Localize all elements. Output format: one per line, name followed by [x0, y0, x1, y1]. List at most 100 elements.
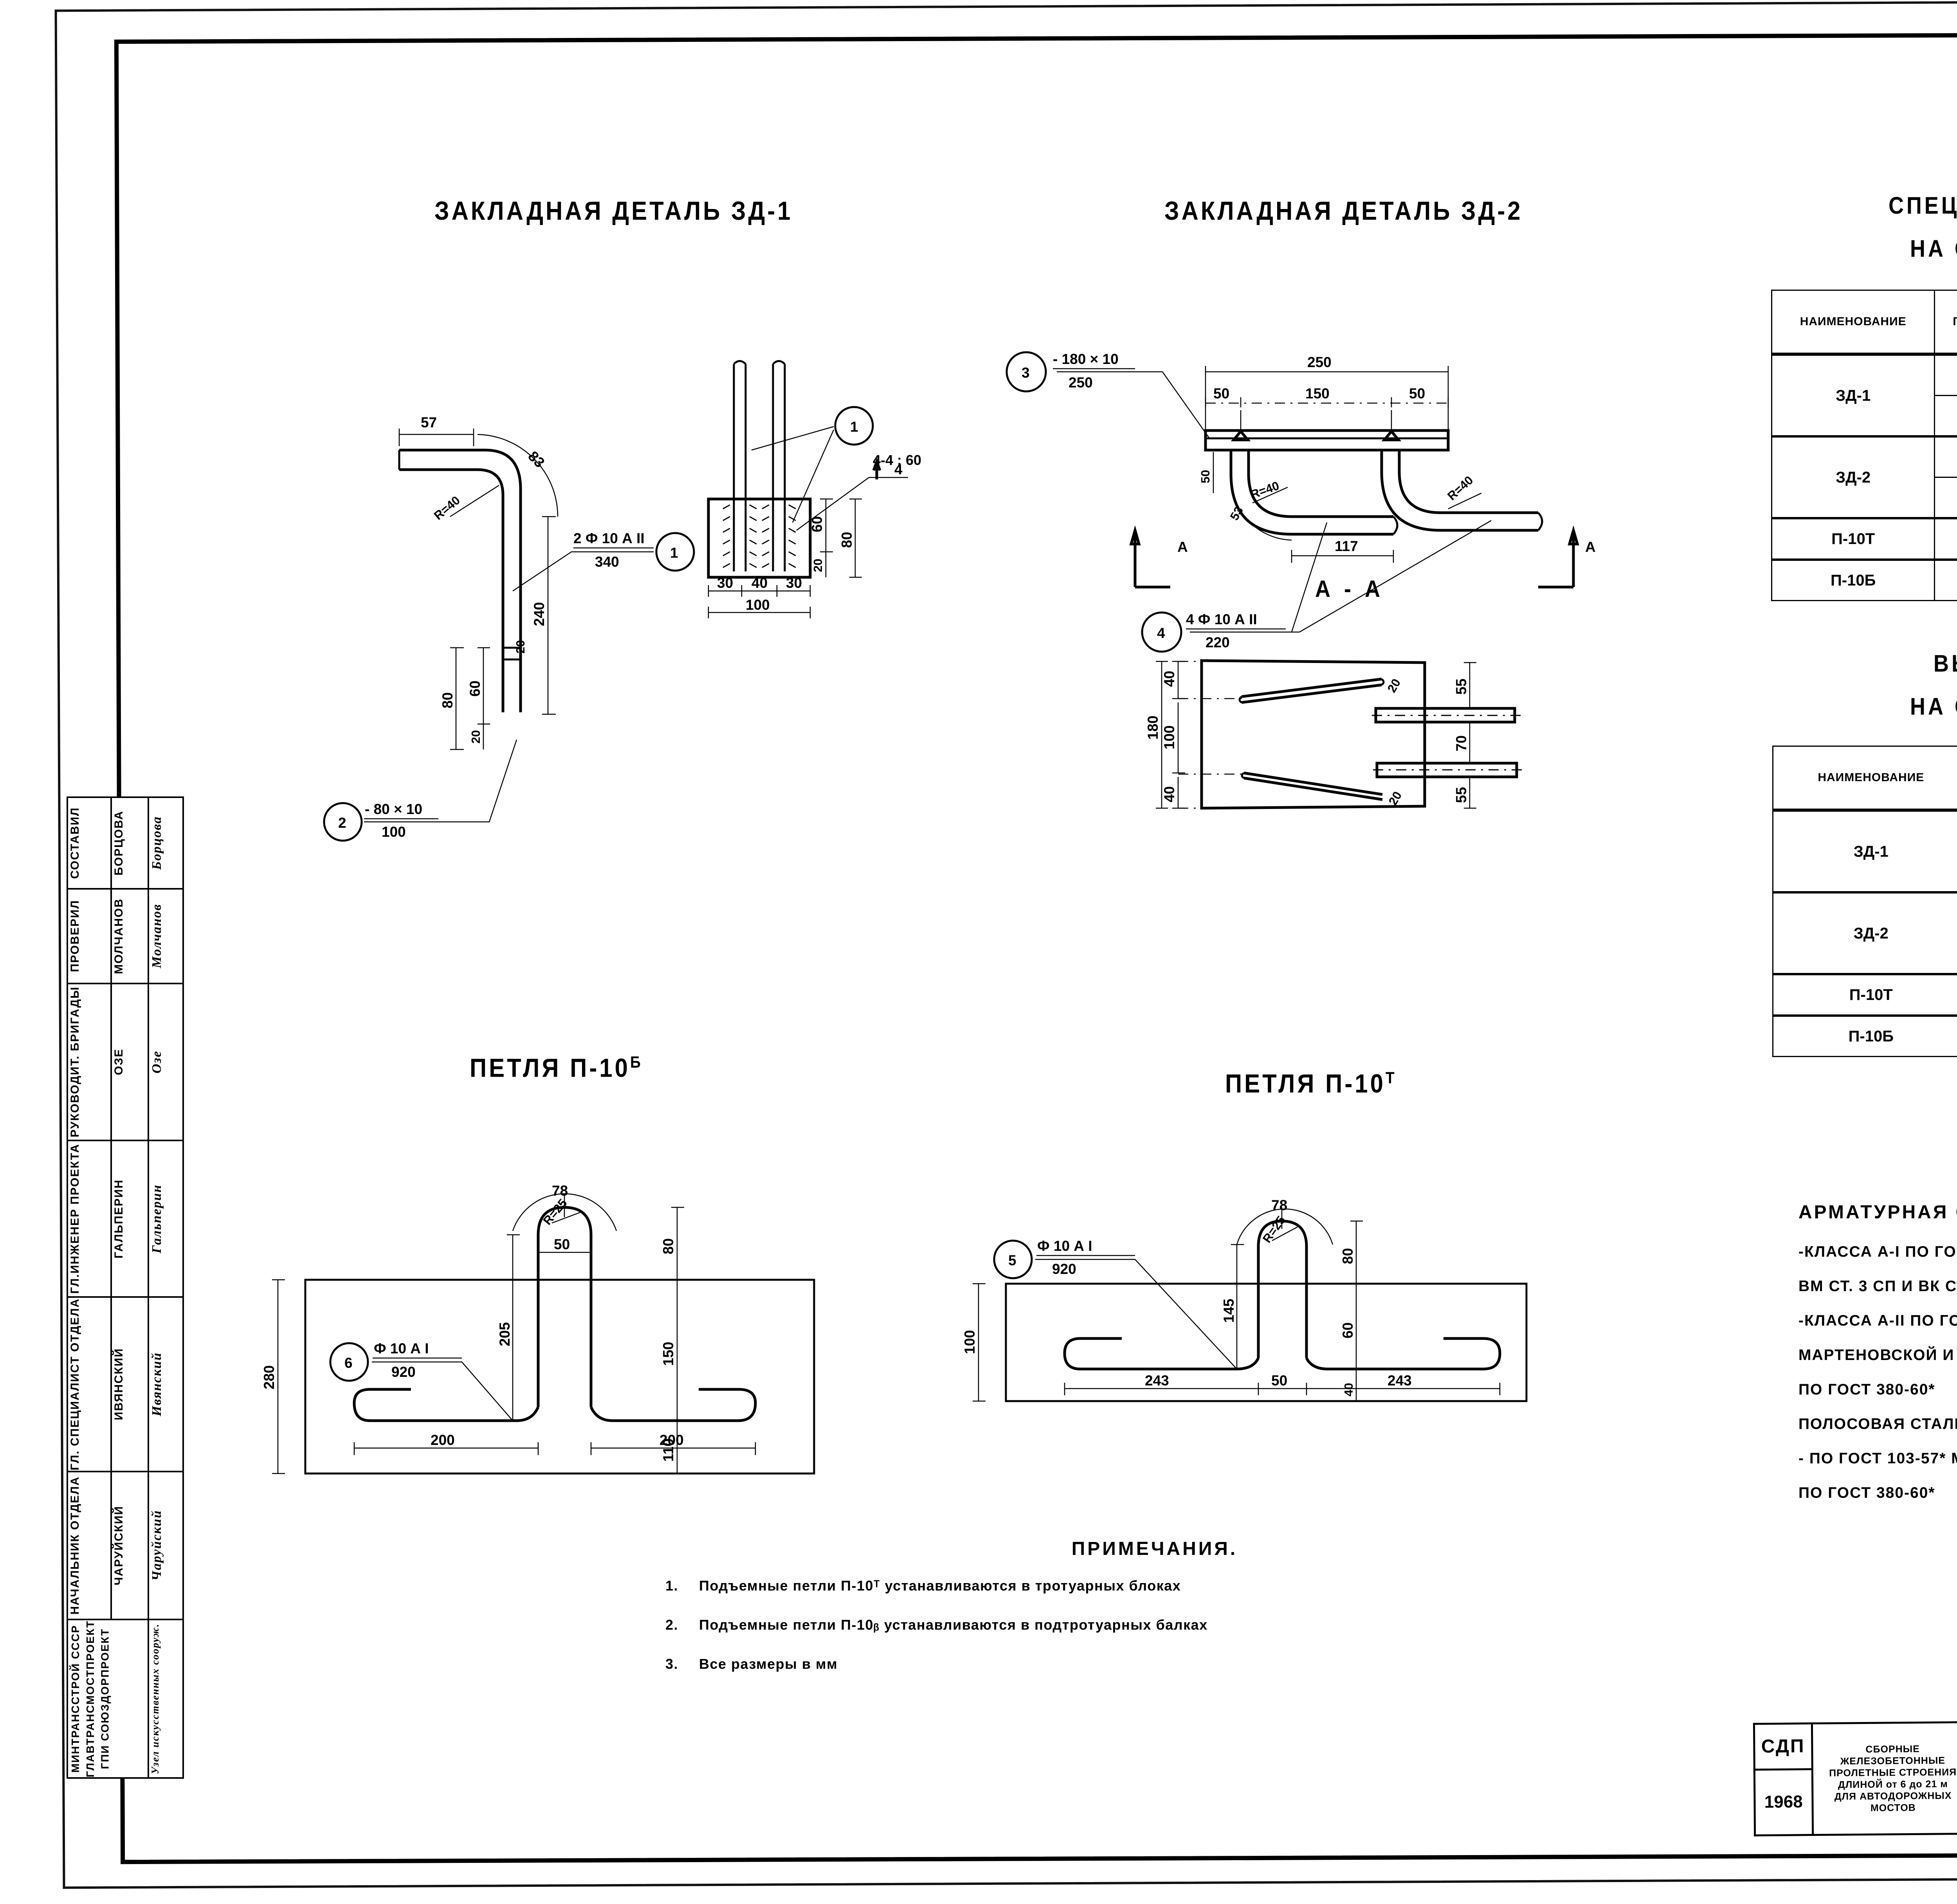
notes-block: ПРИМЕЧАНИЯ. 1.Подъемные петли П-10ᵀ уста…	[665, 1538, 1644, 1695]
note-number: 1.	[665, 1578, 679, 1594]
svg-text:78: 78	[552, 1183, 568, 1199]
svg-text:R=40: R=40	[431, 493, 463, 522]
svg-text:80: 80	[660, 1238, 676, 1254]
svg-text:4: 4	[1157, 625, 1165, 641]
svg-text:1: 1	[850, 419, 858, 435]
spec-cell-pos: 2	[1934, 395, 1957, 437]
svg-text:80: 80	[440, 692, 456, 708]
svg-text:250: 250	[1069, 375, 1093, 391]
stamp-signature: Гальперин	[150, 1184, 164, 1254]
spec-cell-name: П-10Т	[1771, 517, 1935, 560]
view-title-zd1: ЗАКЛАДНАЯ ДЕТАЛЬ ЗД-1	[434, 196, 793, 226]
stamp-role: ГЛ. СПЕЦИАЛИСТ ОТДЕЛА	[68, 1298, 81, 1470]
svg-text:20: 20	[811, 559, 825, 572]
svg-text:30: 30	[717, 575, 733, 591]
stamp-signature: Борцова	[150, 816, 164, 870]
note-number: 3.	[665, 1656, 679, 1672]
spec-header-1: ПОЗИЦИИ	[1934, 290, 1957, 356]
svg-text:50: 50	[1271, 1373, 1287, 1389]
svg-text:A: A	[1177, 539, 1188, 555]
stamp-signature: Озе	[150, 1050, 164, 1074]
svg-text:4: 4	[894, 461, 903, 477]
sel-cell-name: ЗД-1	[1772, 809, 1957, 893]
svg-text:240: 240	[531, 602, 547, 626]
svg-text:340: 340	[595, 554, 619, 570]
svg-text:920: 920	[1052, 1261, 1076, 1277]
drawing-zd1: 57 83 R=40 240 20 80 60 20 1 2 Ф 10 А II…	[323, 360, 908, 842]
svg-text:110: 110	[660, 1438, 676, 1462]
title-block-object-line: ДЛИНОЙ от 6 до 21 м	[1838, 1778, 1948, 1791]
title-block-object-line: ПРОЛЕТНЫЕ СТРОЕНИЯ	[1829, 1767, 1957, 1779]
reinforcement-steel-line: -КЛАССА А-I ПО ГОСТ 5781-61 МАРОК	[1798, 1243, 1957, 1260]
stamp-name: ЧАРУЙСКИЙ	[112, 1505, 126, 1585]
svg-text:243: 243	[1145, 1373, 1169, 1389]
svg-text:205: 205	[497, 1322, 513, 1346]
reinforcement-steel-line: - ПО ГОСТ 103-57* МАРКИ ВМ СТ. 3СП	[1798, 1450, 1957, 1467]
svg-text:20: 20	[514, 640, 527, 654]
svg-text:40: 40	[1161, 671, 1177, 687]
drawing-zd2: 250 50 150 50 50 R=40 53 R=40 117 3 - 18…	[1006, 351, 1596, 653]
svg-text:- 180 × 10: - 180 × 10	[1053, 351, 1119, 367]
table-row: ЗД-2Ф 10 А II0.6170, 880. 5	[1772, 891, 1957, 975]
svg-text:1: 1	[670, 545, 678, 561]
sel-header-0: НАИМЕНОВАНИЕ	[1772, 746, 1957, 812]
svg-text:50: 50	[1198, 470, 1212, 483]
view-title-loop-b: ПЕТЛЯ П-10Б	[470, 1053, 643, 1083]
table-row: П-10Б6Ф. 10 А I92010,92	[1771, 558, 1957, 601]
title-block-object-line: ДЛЯ АВТОДОРОЖНЫХ	[1834, 1790, 1952, 1802]
reinforcement-steel-header: АРМАТУРНАЯ СТАЛЬ:	[1798, 1202, 1957, 1223]
stamp-signature: Чаруйский	[150, 1510, 164, 1581]
svg-text:53: 53	[1227, 504, 1246, 522]
svg-text:60: 60	[467, 681, 483, 697]
reinforcement-steel-lines: -КЛАССА А-I ПО ГОСТ 5781-61 МАРОК ВМ СТ. …	[1798, 1243, 1957, 1502]
svg-text:55: 55	[1453, 679, 1469, 695]
table-row: П-10БФ 10 А I0.6170,920,6	[1772, 1014, 1957, 1057]
svg-text:100: 100	[962, 1330, 978, 1354]
reinforcement-steel-line: ВМ СТ. 3 СП И ВК СТ. 3СП ПО ГОСТ 380-60*	[1798, 1278, 1957, 1295]
stamp-role: ГЛ.ИНЖЕНЕР ПРОЕКТА	[68, 1144, 81, 1294]
reinforcement-steel-line: ПО ГОСТ 380-60*	[1798, 1484, 1935, 1501]
svg-text:243: 243	[1388, 1373, 1412, 1389]
svg-text:78: 78	[1271, 1197, 1287, 1213]
svg-text:40: 40	[1342, 1383, 1355, 1396]
svg-text:50: 50	[1213, 385, 1229, 402]
svg-text:3: 3	[1022, 365, 1030, 381]
stamp-role: НАЧАЛЬНИК ОТДЕЛА	[68, 1476, 81, 1615]
svg-text:2: 2	[338, 815, 346, 831]
view-title-loop-t: ПЕТЛЯ П-10Т	[1225, 1068, 1397, 1099]
svg-text:60: 60	[809, 516, 825, 532]
stamp-org-sub: Узел искусственных сооруж.	[150, 1623, 161, 1774]
svg-text:5: 5	[1008, 1252, 1016, 1268]
note-text: Подъемные петли П-10ᵦ устанавливаются в …	[699, 1617, 1208, 1633]
specification-table: НАИМЕНОВАНИЕПОЗИЦИИПРОФИЛЬ,ММДЛИНА,ММКОЛ…	[1771, 290, 1957, 601]
svg-text:57: 57	[421, 414, 437, 431]
svg-text:40: 40	[1161, 786, 1177, 802]
table-row: ЗД-1Ф 10 А II0.6170,680.4	[1772, 809, 1957, 893]
svg-text:220: 220	[1206, 634, 1230, 650]
svg-text:180: 180	[1145, 715, 1161, 740]
selection-table: НАИМЕНОВАНИЕПРОФИЛЬ,ММВЕС(П.М,КГДЛИНА,МВ…	[1772, 746, 1957, 1057]
svg-text:100: 100	[1161, 725, 1177, 749]
drawing-section-aa: 40 100 40 180 20 20 55 70 55	[1145, 659, 1522, 810]
svg-text:83: 83	[525, 448, 548, 471]
title-block-object-line: СБОРНЫЕ	[1865, 1743, 1920, 1755]
svg-text:55: 55	[1453, 787, 1469, 803]
selection-table-title-line1: ВЫБОРКА СТАЛИ	[1934, 650, 1957, 677]
svg-text:145: 145	[1221, 1299, 1237, 1323]
svg-text:40: 40	[751, 575, 768, 591]
table-row: ЗД-11Ф 10 А II34020,68	[1771, 353, 1957, 437]
stamp-name: ОЗЕ	[112, 1048, 126, 1075]
svg-text:Ф 10 А I: Ф 10 А I	[1037, 1238, 1092, 1254]
svg-text:920: 920	[391, 1364, 416, 1380]
reinforcement-steel-line: -КЛАССА А-II ПО ГОСТ 5781-61 МАРКИ СТ. 5…	[1798, 1312, 1957, 1329]
svg-text:- 80 × 10: - 80 × 10	[365, 801, 422, 817]
reinforcement-steel-line: ПОЛОСОВАЯ СТАЛЬ	[1798, 1416, 1957, 1432]
list-item: 3.Все размеры в мм	[665, 1656, 1644, 1672]
svg-text:150: 150	[1305, 385, 1330, 402]
